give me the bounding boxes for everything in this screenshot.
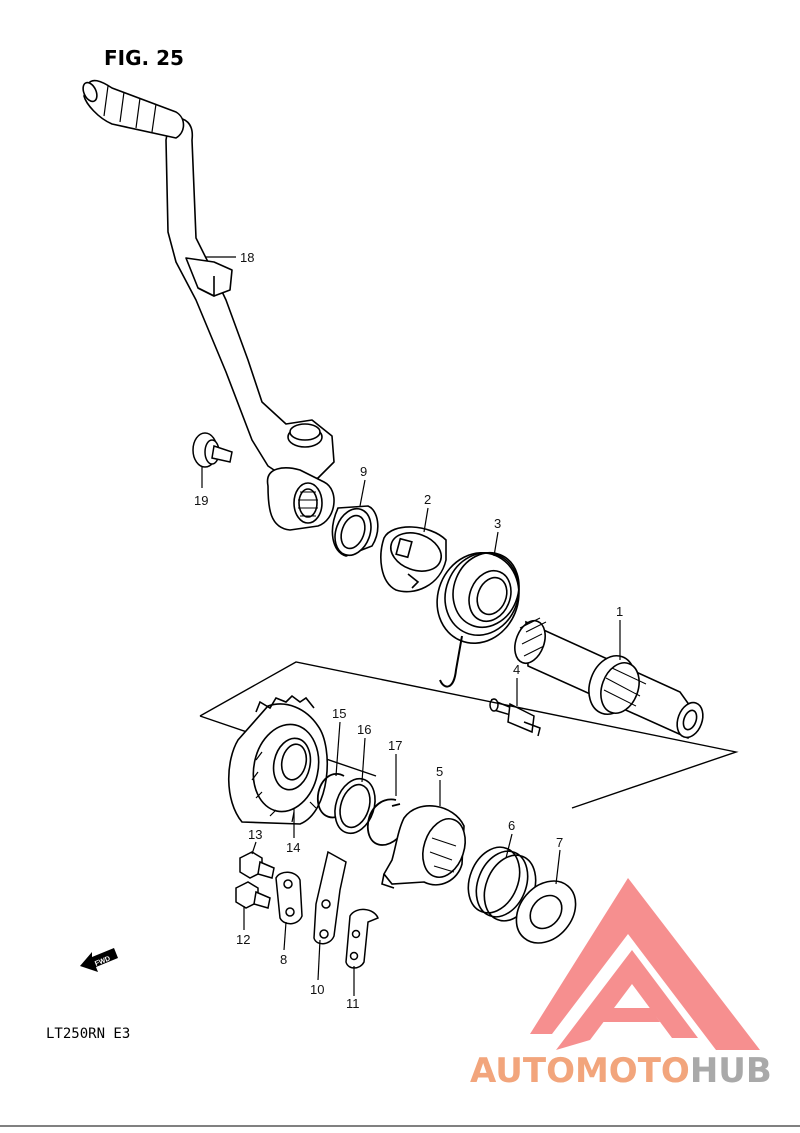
callout-3: 3 bbox=[494, 516, 501, 531]
callout-labels: 18 19 9 2 3 1 4 15 16 17 5 6 7 13 14 12 … bbox=[194, 250, 623, 1011]
figure-title: FIG. 25 bbox=[104, 46, 184, 70]
callout-12: 12 bbox=[236, 932, 250, 947]
circlip-17 bbox=[367, 798, 401, 846]
shaft-pin bbox=[489, 698, 541, 737]
callout-2: 2 bbox=[424, 492, 431, 507]
callout-1: 1 bbox=[616, 604, 623, 619]
callout-17: 17 bbox=[388, 738, 402, 753]
bolt-13 bbox=[239, 851, 275, 879]
callout-7: 7 bbox=[556, 835, 563, 850]
watermark-logo: AUTOMOTOHUB bbox=[470, 878, 772, 1091]
callout-10: 10 bbox=[310, 982, 324, 997]
callout-5: 5 bbox=[436, 764, 443, 779]
kick-driven-gear bbox=[227, 694, 328, 825]
washer-7 bbox=[515, 880, 577, 944]
callout-11: 11 bbox=[346, 996, 360, 1011]
watermark-triangle-icon bbox=[530, 878, 760, 1050]
kick-guide bbox=[380, 526, 447, 593]
plate-10 bbox=[313, 850, 347, 945]
kick-starter-lever bbox=[82, 79, 335, 531]
callout-19: 19 bbox=[194, 493, 208, 508]
callout-18: 18 bbox=[240, 250, 254, 265]
callout-6: 6 bbox=[508, 818, 515, 833]
watermark-text-prefix: AUTOMOTOHUB bbox=[470, 1051, 772, 1091]
lock-plate-8 bbox=[275, 871, 303, 925]
bolt-12 bbox=[235, 881, 271, 909]
leader-lines bbox=[201, 256, 621, 996]
washer-16 bbox=[334, 777, 376, 835]
callout-16: 16 bbox=[357, 722, 371, 737]
callout-14: 14 bbox=[286, 840, 300, 855]
fwd-arrow-icon: FWD bbox=[80, 948, 118, 972]
plate-11 bbox=[345, 908, 379, 969]
lever-bolt bbox=[192, 432, 233, 468]
kick-starter-shaft bbox=[514, 617, 704, 740]
kick-guide-block bbox=[381, 805, 466, 889]
callout-13: 13 bbox=[248, 827, 262, 842]
return-spring bbox=[436, 551, 520, 688]
model-code: LT250RN E3 bbox=[46, 1026, 130, 1042]
callout-15: 15 bbox=[332, 706, 346, 721]
callout-9: 9 bbox=[360, 464, 367, 479]
callout-8: 8 bbox=[280, 952, 287, 967]
callout-4: 4 bbox=[513, 662, 520, 677]
shaft-bearing bbox=[331, 505, 379, 557]
